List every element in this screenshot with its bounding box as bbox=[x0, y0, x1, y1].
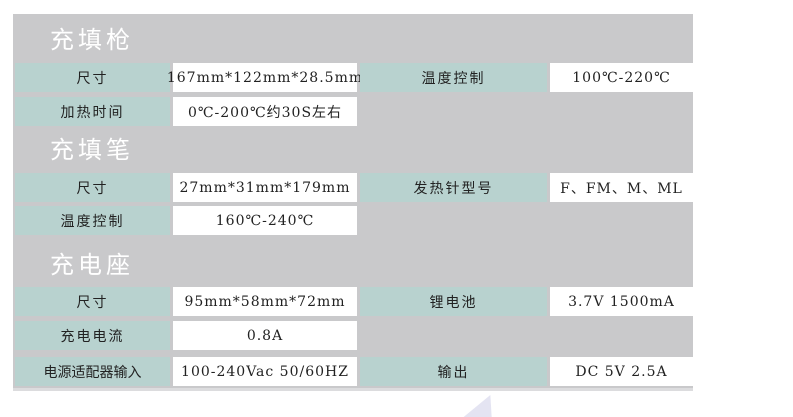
value-adapter-input: 100-240Vac 50/60HZ bbox=[173, 357, 357, 386]
label-heat-time: 加热时间 bbox=[15, 97, 170, 126]
label-temp: 温度控制 bbox=[360, 63, 547, 92]
value-temp: 160℃-240℃ bbox=[173, 206, 357, 235]
value-size: 167mm*122mm*28.5mm bbox=[167, 63, 362, 92]
label-output: 输出 bbox=[360, 357, 547, 386]
section-title-fill-gun: 充填枪 bbox=[50, 26, 134, 54]
label-temp: 温度控制 bbox=[15, 206, 170, 235]
label-size: 尺寸 bbox=[15, 287, 170, 316]
value-needle-model: F、FM、M、ML bbox=[550, 173, 693, 202]
label-adapter-input: 电源适配器输入 bbox=[15, 357, 170, 386]
value-output: DC 5V 2.5A bbox=[550, 357, 693, 386]
section-title-fill-pen: 充填笔 bbox=[50, 136, 134, 164]
label-charge-current: 充电电流 bbox=[15, 321, 170, 350]
value-temp: 100℃-220℃ bbox=[550, 63, 693, 92]
value-charge-current: 0.8A bbox=[173, 321, 357, 350]
decorative-shape bbox=[463, 395, 505, 417]
section-title-charger: 充电座 bbox=[50, 251, 134, 279]
label-battery: 锂电池 bbox=[360, 287, 547, 316]
label-size: 尺寸 bbox=[15, 63, 170, 92]
value-battery: 3.7V 1500mA bbox=[550, 287, 693, 316]
value-heat-time: 0℃-200℃约30S左右 bbox=[173, 97, 357, 126]
value-size: 27mm*31mm*179mm bbox=[173, 173, 357, 202]
value-size: 95mm*58mm*72mm bbox=[173, 287, 357, 316]
label-needle-model: 发热针型号 bbox=[360, 173, 547, 202]
label-size: 尺寸 bbox=[15, 173, 170, 202]
panel-shadow bbox=[13, 388, 693, 391]
